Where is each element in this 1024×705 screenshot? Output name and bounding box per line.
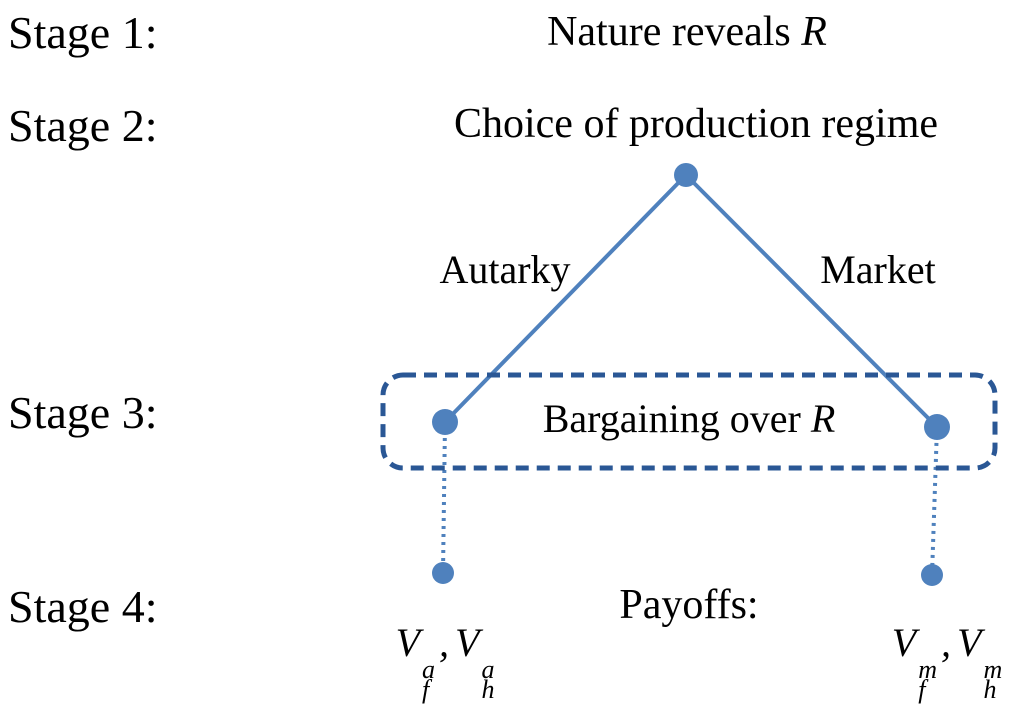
bargaining-variable: R: [810, 396, 836, 441]
payoff-left-sub1: f: [422, 675, 430, 705]
payoffs-label: Payoffs:: [619, 582, 759, 628]
stage-2-event-text: Choice of production regime: [453, 101, 939, 147]
payoff-right-v2: V: [957, 620, 982, 665]
stage-1-variable: R: [801, 9, 827, 55]
payoff-right-sup1: m: [918, 655, 937, 684]
stage-4-label: Stage 4:: [8, 581, 158, 632]
market-dotted-line: [930, 426, 939, 576]
bargaining-text-prefix: Bargaining over: [542, 396, 811, 441]
payoff-right-sub1: f: [918, 675, 926, 705]
autarky-bargaining-node: [432, 409, 458, 435]
stage-2-label: Stage 2:: [8, 100, 158, 151]
autarky-branch-line: [443, 173, 688, 424]
autarky-dotted-line: [441, 421, 447, 574]
market-terminal-node: [921, 564, 943, 586]
payoff-left-sup1: a: [422, 655, 435, 684]
bargaining-dashed-box: [380, 372, 998, 471]
payoff-right-separator: ,: [941, 620, 951, 665]
payoff-right-v1: V: [891, 620, 917, 665]
market-bargaining-node: [924, 414, 950, 440]
market-branch-line: [684, 173, 939, 429]
stage-1-event-prefix: Nature reveals: [547, 9, 802, 55]
autarky-branch-label: Autarky: [439, 247, 571, 292]
payoff-left-sup2: a: [481, 655, 495, 684]
stage-1-event-text: Nature reveals R: [387, 8, 987, 56]
market-branch-label: Market: [820, 247, 936, 292]
payoff-left-v2: V: [455, 620, 480, 665]
stage-1-label: Stage 1:: [8, 7, 158, 58]
root-node: [674, 163, 698, 187]
payoff-right-sub2: h: [983, 675, 997, 705]
payoff-right-sup2: m: [983, 655, 1003, 684]
payoff-left-sub2: h: [481, 675, 495, 705]
stage-3-label: Stage 3:: [8, 387, 158, 438]
payoff-left-separator: ,: [439, 620, 449, 665]
bargaining-box-text: Bargaining over R: [389, 396, 989, 442]
payoff-left-v1: V: [395, 620, 420, 665]
autarky-terminal-node: [432, 562, 454, 584]
